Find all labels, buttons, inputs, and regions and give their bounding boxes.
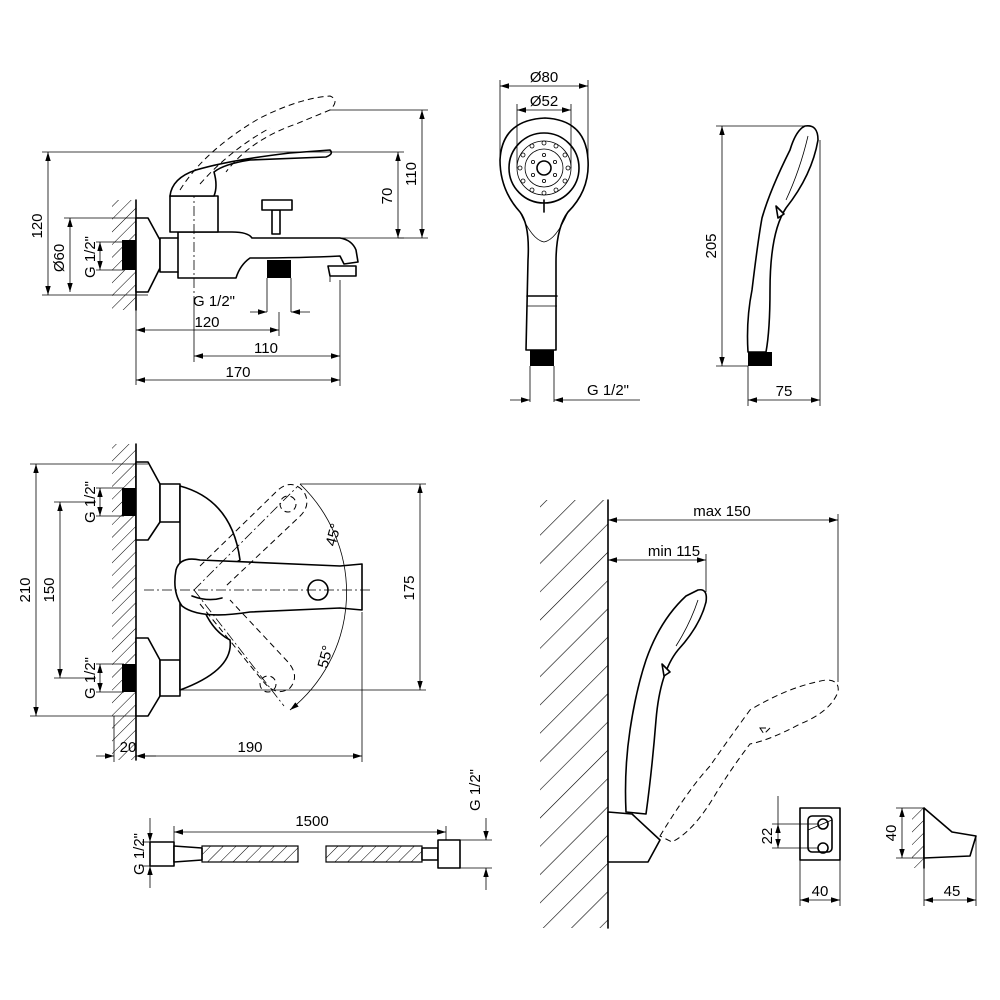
dim-110-vertical: 110 [403, 162, 420, 186]
hose-view: 1500 G 1/2" G 1/2" [131, 769, 492, 890]
dim-20: 20 [120, 739, 137, 756]
nozzle-dots [517, 140, 571, 196]
dim-70: 70 [379, 188, 396, 205]
head-thread [530, 350, 554, 366]
large-wall-hatch [540, 500, 608, 928]
bracket-front-view: 22 40 [759, 796, 841, 906]
faucet-plan-view: 45° 55° G 1/2" G 1/2" 210 150 175 20 [17, 443, 426, 762]
dim-120-horizontal: 120 [194, 314, 219, 331]
side-thread [748, 352, 772, 366]
angle-55: 55° [315, 644, 337, 670]
dim-170: 170 [225, 364, 250, 381]
outlet-thread [267, 260, 291, 278]
dim-diameter-60: Ø60 [51, 244, 68, 272]
shower-head-front-view: Ø80 Ø52 G 1/2" [499, 69, 640, 403]
dim-210: 210 [17, 577, 34, 602]
bracket-wall-hatch [912, 808, 924, 868]
dim-40-width: 40 [812, 883, 829, 900]
bracket-side-view: 40 45 [883, 807, 977, 906]
dim-g-half-wall: G 1/2" [82, 236, 99, 278]
dim-40-height: 40 [883, 825, 900, 842]
dim-120-vertical: 120 [29, 213, 46, 238]
wall-thread [122, 240, 136, 270]
dim-150: 150 [41, 577, 58, 602]
angle-45: 45° [323, 522, 345, 548]
dim-1500: 1500 [295, 813, 328, 830]
wall-holder-view: max 150 min 115 [540, 499, 839, 929]
dim-190: 190 [237, 739, 262, 756]
shower-head-side-view: 205 75 [703, 124, 821, 406]
dim-g-half-hose-left: G 1/2" [131, 833, 148, 875]
dim-g-half-spout: G 1/2" [193, 293, 235, 310]
dim-45: 45 [944, 883, 961, 900]
dim-22: 22 [759, 828, 776, 845]
dim-diameter-52: Ø52 [530, 93, 558, 110]
dim-diameter-80: Ø80 [530, 69, 558, 86]
hose-segment-right [325, 845, 423, 863]
dim-g-half-hose-right: G 1/2" [467, 769, 484, 811]
dim-205: 205 [703, 233, 720, 258]
dim-g-half-head: G 1/2" [587, 382, 629, 399]
dim-min-115: min 115 [648, 543, 700, 560]
dim-110-horizontal: 110 [254, 340, 278, 357]
faucet-side-view: 120 Ø60 G 1/2" 70 110 G 1/2" 120 110 [29, 95, 428, 386]
dim-75: 75 [776, 383, 793, 400]
dim-175: 175 [401, 575, 418, 600]
dim-max-150: max 150 [693, 503, 751, 520]
hose-segment-left [201, 845, 299, 863]
